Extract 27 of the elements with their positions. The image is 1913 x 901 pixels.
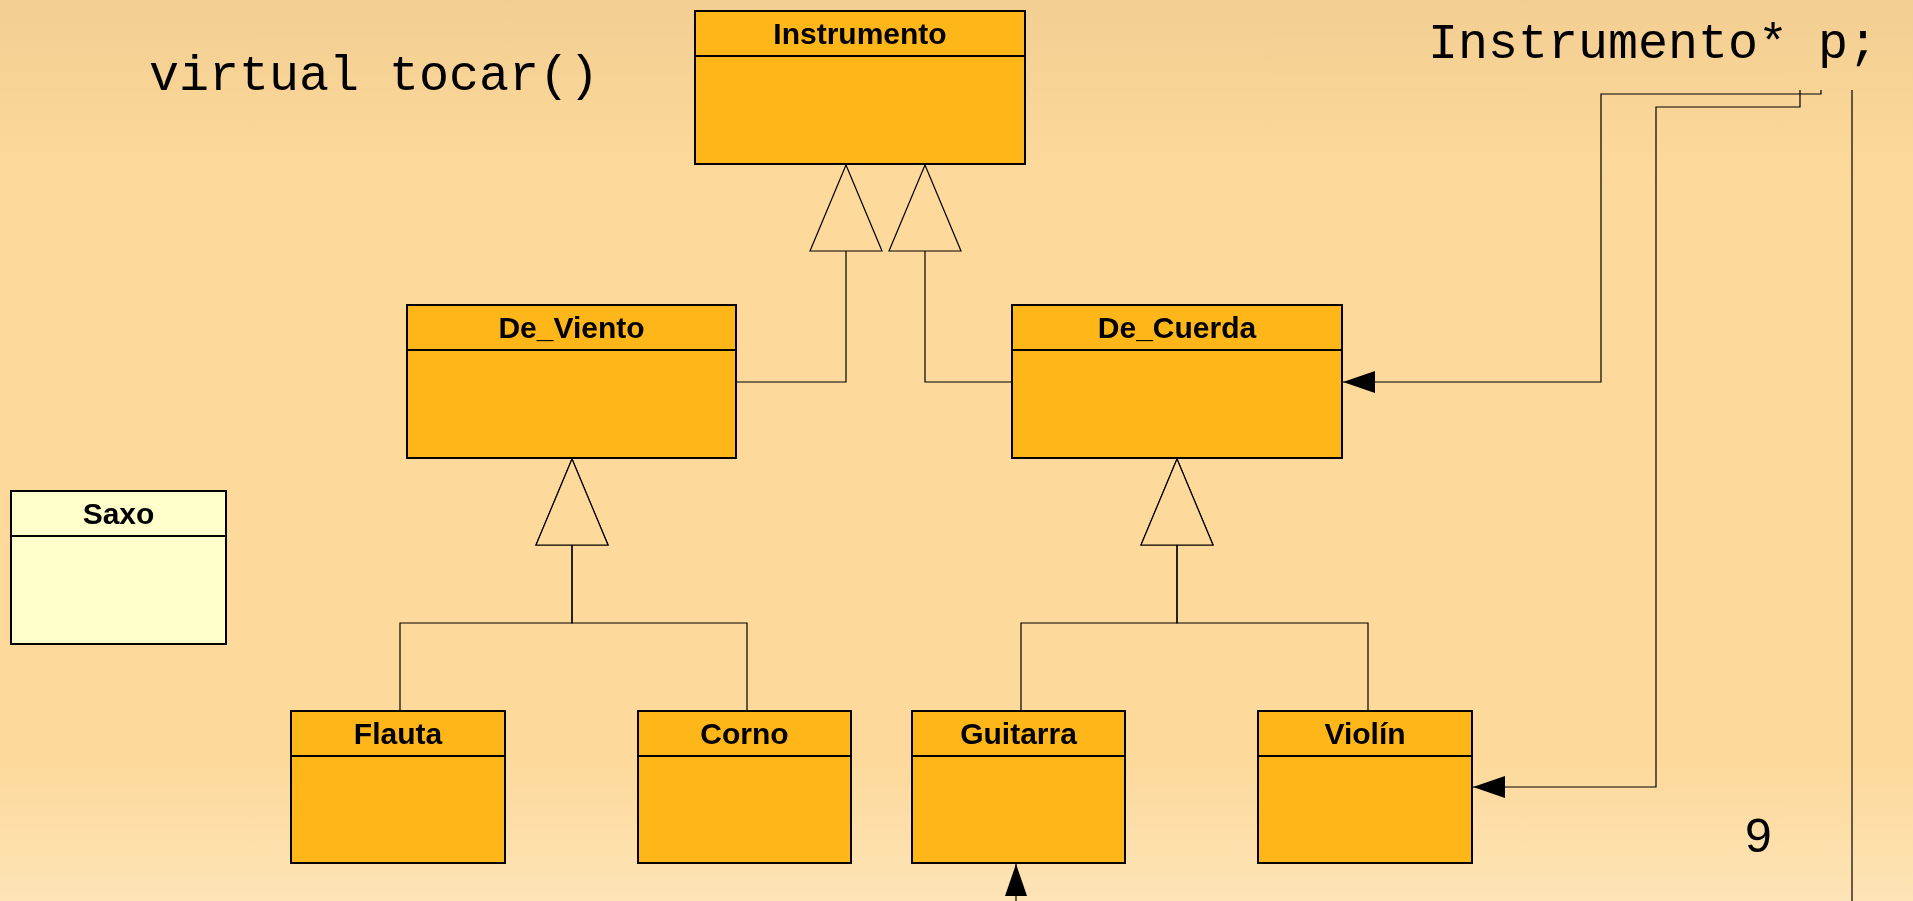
arrow [1472, 89, 1801, 798]
class-box [406, 304, 737, 459]
class-name: Violín [1324, 718, 1406, 749]
code-text: Instrumento* p; [1428, 16, 1879, 73]
inheritance-arrow [736, 164, 883, 383]
class-box [637, 710, 852, 864]
code-text: virtual tocar() [149, 52, 600, 102]
arrow [1005, 863, 1027, 901]
class-name: De_Viento [498, 312, 645, 343]
class-name: Corno [700, 718, 789, 749]
class-name: Guitarra [960, 718, 1077, 749]
class-name: Flauta [353, 718, 443, 749]
class-box [911, 710, 1126, 864]
class-box [1011, 304, 1343, 459]
inheritance-arrow [1140, 458, 1369, 711]
class-name: Instrumento [773, 18, 947, 49]
class-box [10, 490, 227, 645]
class-name: De_Cuerda [1097, 312, 1257, 343]
class-box [694, 10, 1026, 165]
class-box [290, 710, 506, 864]
connector-line [1851, 89, 1853, 901]
class-name: Saxo [82, 498, 155, 529]
inheritance-arrow [888, 164, 1012, 383]
page-number: 9 [1745, 812, 1772, 860]
arrow [1342, 89, 1822, 393]
inheritance-arrow [535, 458, 748, 711]
class-box [1257, 710, 1473, 864]
